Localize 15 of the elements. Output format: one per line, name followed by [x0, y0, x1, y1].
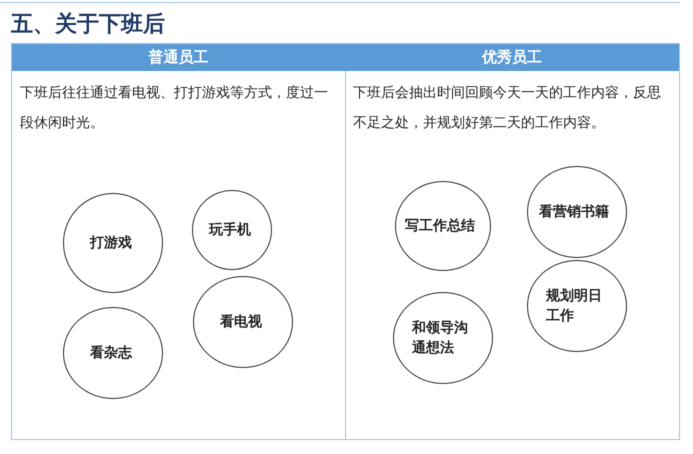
topic-circle: 规划明日工作 — [527, 260, 627, 352]
table-column — [345, 43, 680, 440]
topic-circle: 打游戏 — [63, 193, 163, 293]
table-column — [11, 43, 346, 440]
topic-circle: 看杂志 — [63, 307, 163, 399]
cell-text: 下班后往往通过看电视、打打游戏等方式，度过一段休闲时光。 — [20, 84, 329, 133]
cell-text: 下班后会抽出时间回顾今天一天的工作内容，反思不足之处，并规划好第二天的工作内容。 — [353, 84, 662, 133]
topic-circle: 看电视 — [193, 276, 293, 368]
topic-circle: 写工作总结 — [395, 181, 491, 271]
topic-circle: 和领导沟通想法 — [393, 292, 493, 384]
section-title: 五、关于下班后 — [11, 11, 165, 39]
column-header: 优秀员工 — [345, 44, 679, 71]
topic-circle: 玩手机 — [192, 190, 272, 270]
column-header: 普通员工 — [12, 44, 345, 71]
topic-circle: 看营销书籍 — [527, 166, 627, 258]
